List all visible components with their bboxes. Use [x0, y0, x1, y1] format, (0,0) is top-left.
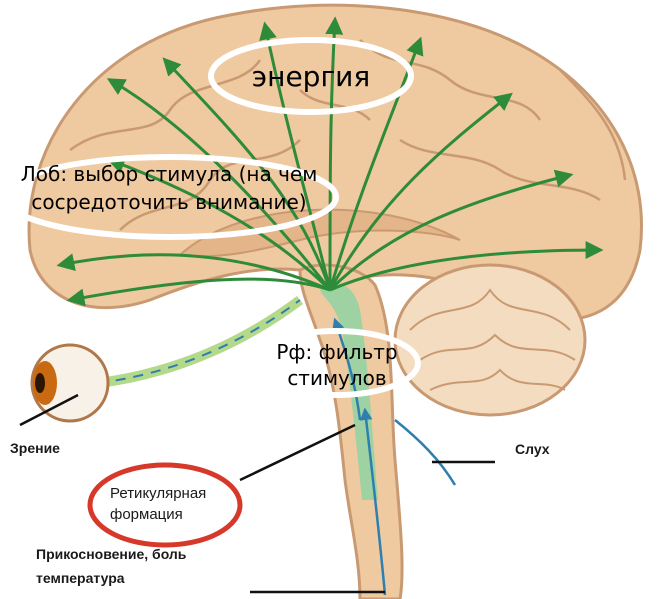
reticular-pathway [320, 282, 378, 500]
reticular-highlight-oval [87, 462, 243, 548]
rf-annotation-line2: стимулов [287, 366, 387, 390]
energy-annotation: энергия [251, 60, 371, 93]
lobe-annotation-line1: Лоб: выбор стимула (на чем [20, 162, 318, 186]
eye-icon [30, 343, 110, 423]
vision-label: Зрение [10, 440, 60, 456]
cerebellum [393, 263, 587, 417]
pointer-lines [19, 393, 495, 594]
touch-label-line1: Прикосновение, боль [36, 546, 187, 562]
annotation-ovals [1, 37, 421, 398]
reticular-label-line2: формация [110, 506, 183, 523]
rf-annotation-line1: Рф: фильтр [276, 340, 398, 364]
hearing-label: Слух [515, 441, 550, 457]
touch-label-line2: температура [36, 570, 125, 586]
corpus-callosum [177, 208, 461, 258]
lobe-annotation-line2: сосредоточить внимание) [31, 190, 307, 214]
gyri [69, 39, 627, 231]
reticular-label-line1: Ретикулярная [110, 485, 207, 502]
